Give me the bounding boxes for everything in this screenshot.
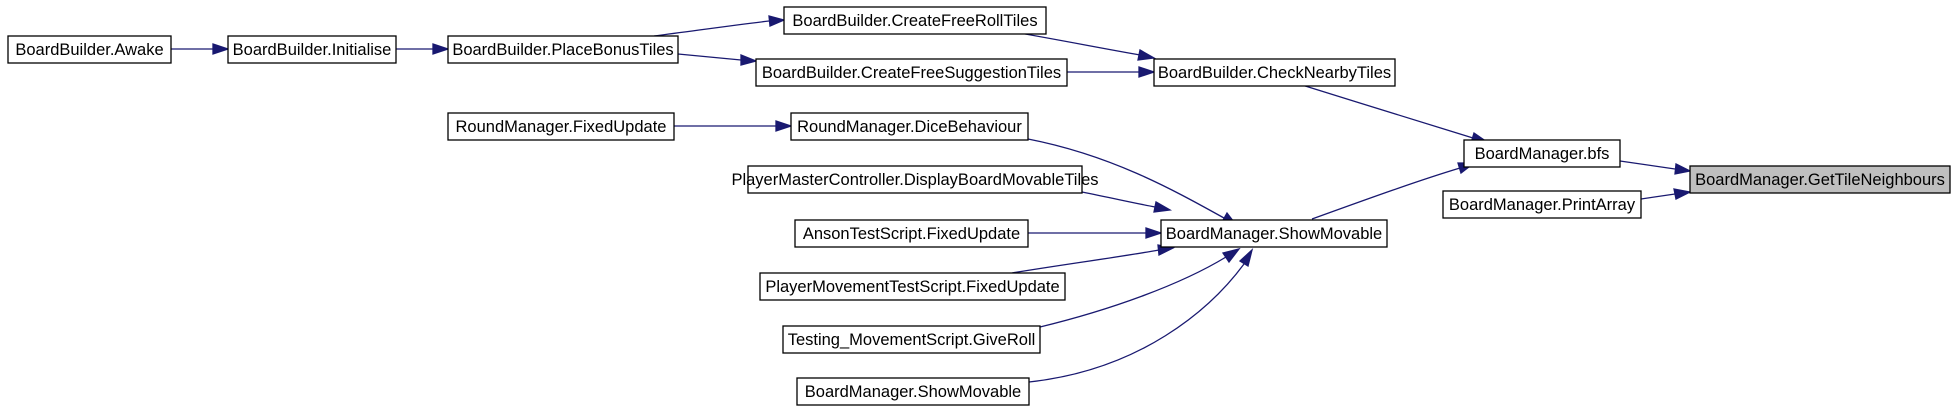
node-label: AnsonTestScript.FixedUpdate bbox=[803, 225, 1020, 243]
node-label: BoardManager.PrintArray bbox=[1449, 196, 1636, 214]
node-label: BoardBuilder.PlaceBonusTiles bbox=[452, 41, 673, 59]
edge-awake-to-initialise bbox=[171, 43, 231, 55]
node-label: BoardManager.GetTileNeighbours bbox=[1695, 171, 1945, 189]
node-board-manager-show-movable[interactable]: BoardManager.ShowMovable bbox=[1160, 219, 1388, 248]
node-label: BoardManager.bfs bbox=[1475, 145, 1610, 163]
edge-printarray-to-gettileneighbours bbox=[1640, 188, 1693, 200]
node-anson-test-script-fixed-update[interactable]: AnsonTestScript.FixedUpdate bbox=[794, 219, 1029, 248]
node-board-manager-print-array[interactable]: BoardManager.PrintArray bbox=[1442, 190, 1642, 219]
node-board-builder-create-free-suggestion-tiles[interactable]: BoardBuilder.CreateFreeSuggestionTiles bbox=[755, 58, 1068, 87]
node-board-builder-initialise[interactable]: BoardBuilder.Initialise bbox=[227, 35, 397, 64]
edge-checknearby-to-bfs bbox=[1301, 84, 1489, 144]
edge-giveroll-to-showmovable bbox=[1039, 247, 1241, 328]
node-round-manager-dice-behaviour[interactable]: RoundManager.DiceBehaviour bbox=[790, 112, 1029, 141]
node-label: BoardBuilder.Initialise bbox=[233, 41, 392, 59]
edge-placebonus-to-createfreesugg bbox=[677, 53, 759, 66]
edge-bfs-to-gettileneighbours bbox=[1619, 160, 1692, 175]
node-label: BoardManager.ShowMovable bbox=[805, 383, 1021, 401]
node-label: PlayerMovementTestScript.FixedUpdate bbox=[765, 278, 1059, 296]
node-board-manager-get-tile-neighbours[interactable]: BoardManager.GetTileNeighbours bbox=[1689, 165, 1951, 194]
node-board-builder-awake[interactable]: BoardBuilder.Awake bbox=[7, 35, 172, 64]
node-board-builder-place-bonus-tiles[interactable]: BoardBuilder.PlaceBonusTiles bbox=[447, 35, 679, 64]
node-label: BoardBuilder.CreateFreeSuggestionTiles bbox=[762, 64, 1061, 82]
node-round-manager-fixed-update[interactable]: RoundManager.FixedUpdate bbox=[447, 112, 675, 141]
edge-showmovable2-to-showmovable bbox=[1028, 248, 1254, 383]
node-label: BoardBuilder.Awake bbox=[15, 41, 163, 59]
edge-displayboard-to-showmovable bbox=[1081, 191, 1173, 213]
node-player-movement-test-script-fixed-update[interactable]: PlayerMovementTestScript.FixedUpdate bbox=[759, 272, 1066, 301]
nodes-layer: BoardBuilder.Awake BoardBuilder.Initiali… bbox=[7, 6, 1951, 406]
node-board-builder-create-free-roll-tiles[interactable]: BoardBuilder.CreateFreeRollTiles bbox=[783, 6, 1047, 35]
edge-ansonfixed-to-showmovable bbox=[1028, 227, 1164, 239]
edge-initialise-to-placebonus bbox=[396, 43, 451, 55]
node-label: BoardManager.ShowMovable bbox=[1166, 225, 1382, 243]
node-label: BoardBuilder.CreateFreeRollTiles bbox=[792, 12, 1037, 30]
node-label: RoundManager.DiceBehaviour bbox=[797, 118, 1022, 136]
node-label: PlayerMasterController.DisplayBoardMovab… bbox=[731, 171, 1098, 189]
edge-createfreeroll-to-checknearby bbox=[1007, 30, 1157, 61]
edge-createfreesugg-to-checknearby bbox=[1067, 66, 1157, 78]
edge-pmfixed-to-showmovable bbox=[1011, 244, 1175, 274]
node-testing-movement-script-give-roll[interactable]: Testing_MovementScript.GiveRoll bbox=[782, 325, 1041, 354]
edge-placebonus-to-createfreeroll bbox=[653, 15, 786, 37]
node-board-manager-show-movable-caller[interactable]: BoardManager.ShowMovable bbox=[796, 377, 1030, 406]
node-label: RoundManager.FixedUpdate bbox=[456, 118, 667, 136]
node-board-manager-bfs[interactable]: BoardManager.bfs bbox=[1463, 139, 1621, 168]
node-label: BoardBuilder.CheckNearbyTiles bbox=[1158, 64, 1391, 82]
edge-rmfixedupdate-to-dicebehaviour bbox=[674, 120, 794, 132]
node-player-master-controller-display-board-movable-tiles[interactable]: PlayerMasterController.DisplayBoardMovab… bbox=[731, 165, 1099, 194]
edges-layer bbox=[171, 15, 1693, 383]
node-board-builder-check-nearby-tiles[interactable]: BoardBuilder.CheckNearbyTiles bbox=[1153, 58, 1396, 87]
node-label: Testing_MovementScript.GiveRoll bbox=[788, 331, 1036, 349]
